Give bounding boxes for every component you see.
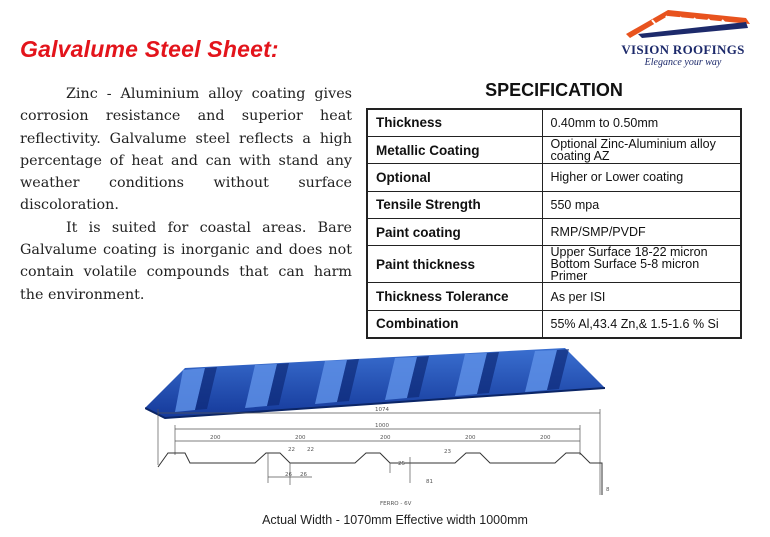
spec-value: Upper Surface 18-22 micron Bottom Surfac… xyxy=(541,245,742,284)
profile-cross-section-drawing: 1074 1000 200 200 200 200 200 22 22 26 2… xyxy=(157,407,610,507)
spec-value: Higher or Lower coating xyxy=(541,163,742,192)
dim-pitch: 200 xyxy=(380,435,391,441)
company-logo: VISION ROOFINGS Elegance your way xyxy=(608,4,758,70)
dim-valley: 81 xyxy=(426,479,433,485)
roofing-sheet-image xyxy=(145,348,605,420)
dim-crest: 23 xyxy=(444,449,451,455)
spec-label: Paint coating xyxy=(366,218,543,247)
spec-label: Tensile Strength xyxy=(366,190,543,220)
dim-pitch: 200 xyxy=(295,435,306,441)
dim-effective: 1000 xyxy=(375,423,389,429)
logo-brand-name: VISION ROOFINGS xyxy=(621,42,745,57)
dim-height: 25 xyxy=(398,461,405,467)
dim-rib-base: 26 xyxy=(285,472,292,478)
spec-value: 550 mpa xyxy=(541,190,742,220)
dim-rib-top: 22 xyxy=(307,447,314,453)
spec-label: Combination xyxy=(366,309,543,339)
width-caption: Actual Width - 1070mm Effective width 10… xyxy=(262,513,528,527)
spec-label: Optional xyxy=(366,163,543,192)
specification-heading: SPECIFICATION xyxy=(485,80,623,100)
dim-pitch: 200 xyxy=(210,435,221,441)
spec-value: As per ISI xyxy=(541,282,742,311)
description-paragraph: It is suited for coastal areas. Bare Gal… xyxy=(20,219,352,303)
spec-value: 55% Al,43.4 Zn,& 1.5-1.6 % Si xyxy=(541,309,742,339)
dim-rib-base: 26 xyxy=(300,472,307,478)
spec-label: Metallic Coating xyxy=(366,135,543,165)
dim-edge: 8 xyxy=(606,487,610,493)
spec-label: Thickness Tolerance xyxy=(366,282,543,311)
drawing-model-label: FERRO - 6V xyxy=(380,501,412,507)
dim-rib-top: 22 xyxy=(288,447,295,453)
description-paragraph: Zinc - Aluminium alloy coating gives cor… xyxy=(20,86,352,214)
roof-logo-icon xyxy=(626,10,750,38)
dim-pitch: 200 xyxy=(540,435,551,441)
page-title: Galvalume Steel Sheet: xyxy=(20,36,279,62)
logo-tagline: Elegance your way xyxy=(644,57,722,68)
spec-value: 0.40mm to 0.50mm xyxy=(541,108,742,137)
spec-value: RMP/SMP/PVDF xyxy=(541,218,742,247)
dim-overall: 1074 xyxy=(375,407,389,413)
spec-label: Paint thickness xyxy=(366,245,543,284)
spec-label: Thickness xyxy=(366,108,543,137)
dim-pitch: 200 xyxy=(465,435,476,441)
description-text: Zinc - Aluminium alloy coating gives cor… xyxy=(20,83,352,306)
spec-value: Optional Zinc-Aluminium alloy coating AZ xyxy=(541,135,742,165)
